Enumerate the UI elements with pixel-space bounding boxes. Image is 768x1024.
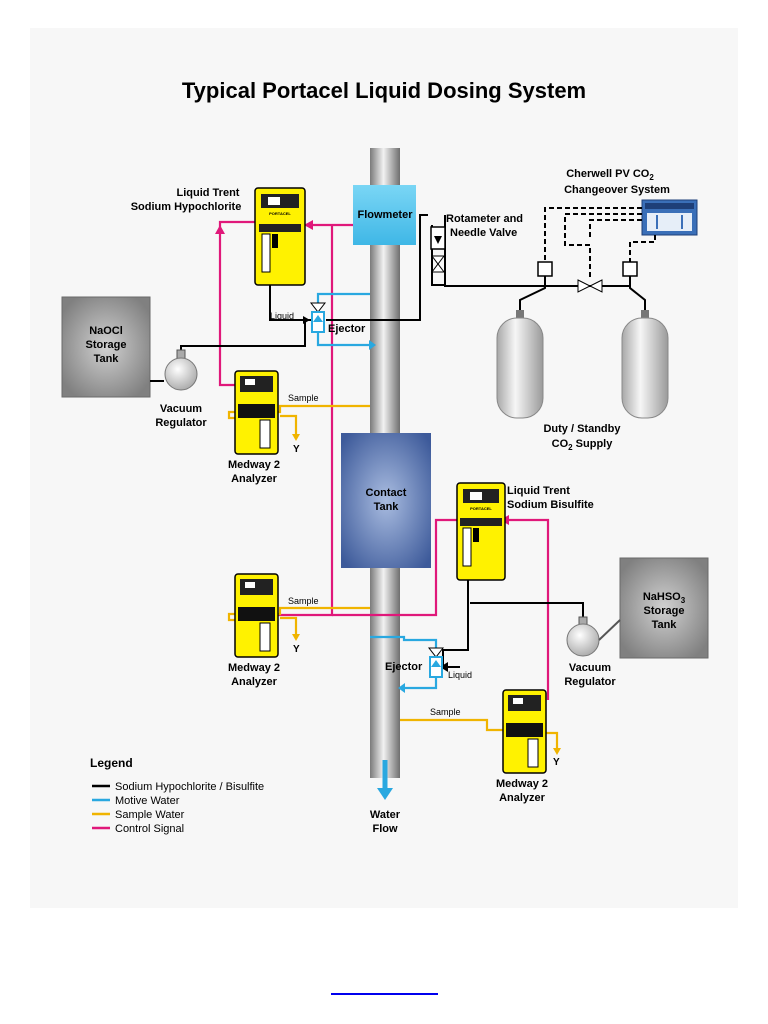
solenoid-left (537, 261, 553, 277)
sodium-hypochlorite-label: Sodium Hypochlorite (131, 201, 242, 213)
vacuum-regulator-2 (566, 616, 621, 657)
cherwell-label: Cherwell PV CO2 (566, 168, 654, 182)
medway-3-label-2: Analyzer (499, 792, 546, 804)
cherwell-panel (641, 199, 698, 236)
medway-1-label: Medway 2 (228, 459, 280, 471)
legend-item-sample: Sample Water (115, 809, 185, 821)
sample-arrow-3 (553, 748, 561, 755)
medway-analyzer-1 (234, 370, 279, 455)
legend-item-motive: Motive Water (115, 795, 180, 807)
medway-analyzer-3 (502, 689, 547, 774)
vacuum-regulator-1 (164, 349, 198, 391)
naocl-storage-tank (61, 296, 151, 398)
cherwell-dashed-signals (544, 207, 656, 280)
water-flow-arrow (377, 760, 393, 800)
naocl-tank-label-3: Tank (94, 353, 120, 365)
vacuum-regulator-1-label: Vacuum (160, 403, 202, 415)
y-label-2: Y (293, 644, 300, 655)
flowmeter (353, 185, 416, 245)
motive-arrow-1 (369, 340, 376, 350)
legend: Legend Sodium Hypochlorite / Bisulfite M… (90, 756, 264, 835)
ejector-2-label: Ejector (385, 661, 423, 673)
nahso3-tank-label: NaHSO3 (643, 591, 686, 605)
signal-arrow-flowmeter (304, 220, 313, 230)
y-label-3: Y (553, 757, 560, 768)
contact-tank (341, 433, 431, 568)
water-flow-label: Water (370, 809, 401, 821)
vacuum-regulator-2-label: Vacuum (569, 662, 611, 674)
vacuum-regulator-1-label-2: Regulator (155, 417, 207, 429)
liquid-trent-unit-2: PORTACEL (456, 482, 506, 581)
contact-tank-label: Contact (366, 487, 407, 499)
medway-1-label-2: Analyzer (231, 473, 278, 485)
medway-3-label: Medway 2 (496, 778, 548, 790)
medway-2-label-2: Analyzer (231, 676, 278, 688)
naocl-tank-label-2: Storage (86, 339, 127, 351)
sample-arrow-2 (292, 634, 300, 641)
portacel-badge-1: PORTACEL (269, 211, 291, 216)
signal-arrow-trent1 (215, 225, 225, 234)
flowmeter-label: Flowmeter (357, 209, 413, 221)
ejector-1-label: Ejector (328, 323, 366, 335)
nahso3-tank-label-2: Storage (644, 605, 685, 617)
medway-2-label: Medway 2 (228, 662, 280, 674)
footer-link-underline[interactable] (331, 993, 438, 995)
liquid-2-label: Liquid (448, 670, 472, 680)
co2-cylinder-standby (621, 310, 669, 419)
portacel-badge-2: PORTACEL (470, 506, 492, 511)
liquid-arrow-2 (440, 662, 448, 672)
co2-cylinder-duty (496, 310, 544, 419)
chemical-lines (150, 214, 584, 668)
sample-label-1: Sample (288, 393, 319, 403)
nahso3-tank-label-3: Tank (652, 619, 678, 631)
legend-item-chemical: Sodium Hypochlorite / Bisulfite (115, 781, 264, 793)
y-label-1: Y (293, 444, 300, 455)
legend-title: Legend (90, 756, 133, 770)
liquid-trent-1-label: Liquid Trent (177, 187, 240, 199)
sample-label-3: Sample (430, 707, 461, 717)
liquid-trent-unit-1: PORTACEL (254, 187, 306, 286)
medway-analyzer-2 (234, 573, 279, 658)
cherwell-label-2: Changeover System (564, 184, 670, 196)
solenoid-right (622, 261, 638, 277)
liquid-trent-2-label: Liquid Trent (507, 485, 570, 497)
sample-label-2: Sample (288, 596, 319, 606)
rotameter-label-2: Needle Valve (450, 227, 517, 239)
contact-tank-label-2: Tank (374, 501, 400, 513)
vacuum-regulator-2-label-2: Regulator (564, 676, 616, 688)
motive-arrow-2 (398, 683, 405, 693)
motive-water-lines (316, 292, 438, 690)
liquid-arrow-1 (303, 316, 310, 324)
co2-supply-label: CO2 Supply (552, 438, 614, 452)
duty-standby-label: Duty / Standby (543, 423, 621, 435)
changeover-valve (577, 279, 603, 293)
liquid-1-label: Liquid (270, 311, 294, 321)
diagram-title: Typical Portacel Liquid Dosing System (182, 78, 586, 103)
legend-item-control: Control Signal (115, 823, 184, 835)
sample-arrow-1 (292, 434, 300, 441)
sodium-bisulfite-label: Sodium Bisulfite (507, 499, 594, 511)
naocl-tank-label: NaOCl (89, 325, 123, 337)
rotameter-label: Rotameter and (446, 213, 523, 225)
ejector-2 (427, 647, 445, 678)
water-flow-label-2: Flow (372, 823, 397, 835)
nahso3-storage-tank (619, 557, 709, 659)
ejector-1 (309, 302, 327, 333)
control-signal-lines (218, 220, 550, 700)
rotameter-needle-valve (430, 226, 446, 273)
